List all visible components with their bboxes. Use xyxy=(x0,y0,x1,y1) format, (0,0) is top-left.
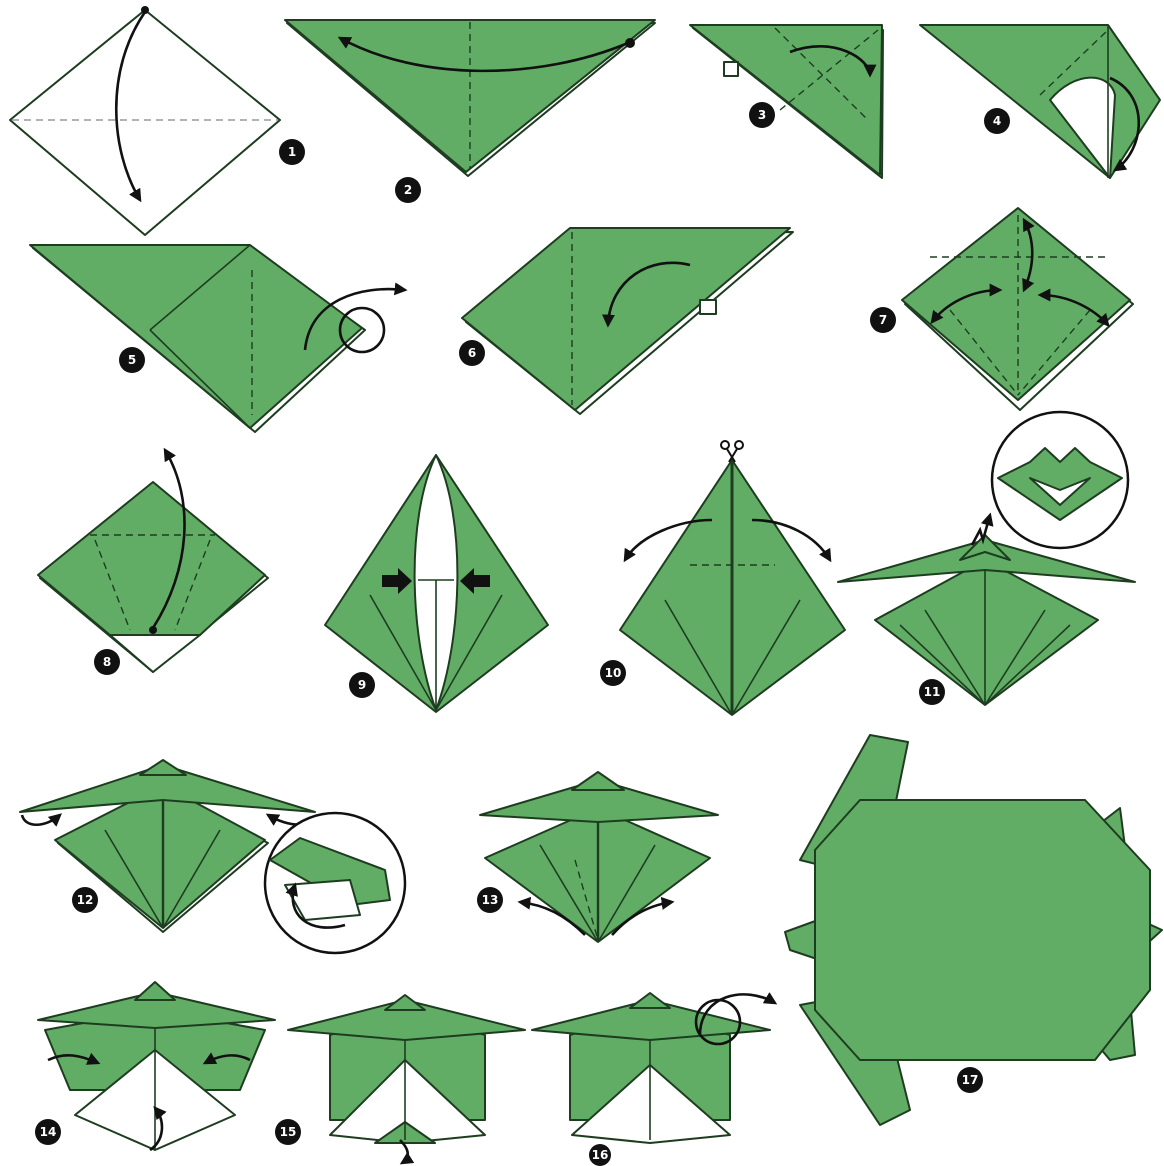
step-badge-17: 17 xyxy=(957,1067,983,1093)
step-badge-2: 2 xyxy=(395,177,421,203)
magnify-circle-icon xyxy=(992,412,1128,548)
step-10-diagram xyxy=(620,441,845,715)
step-badge-7: 7 xyxy=(870,307,896,333)
step-1-diagram xyxy=(10,6,280,235)
step-badge-3: 3 xyxy=(749,102,775,128)
svg-text:8: 8 xyxy=(103,655,111,669)
magnify-circle-icon xyxy=(265,813,405,953)
step-8-diagram xyxy=(38,450,268,672)
step-5-diagram xyxy=(30,245,405,432)
step-badge-1: 1 xyxy=(279,139,305,165)
step-badge-14: 14 xyxy=(35,1119,61,1145)
fold-arrow-icon xyxy=(22,815,60,825)
svg-text:16: 16 xyxy=(592,1148,609,1162)
svg-text:14: 14 xyxy=(40,1125,57,1139)
step-2-diagram xyxy=(285,20,655,176)
svg-text:2: 2 xyxy=(404,183,412,197)
svg-text:10: 10 xyxy=(605,666,622,680)
svg-text:1: 1 xyxy=(288,145,296,159)
turn-over-icon xyxy=(724,62,738,76)
step-16-diagram xyxy=(532,993,775,1143)
step-badge-13: 13 xyxy=(477,887,503,913)
step-badge-4: 4 xyxy=(984,108,1010,134)
svg-text:3: 3 xyxy=(758,108,766,122)
step-badge-8: 8 xyxy=(94,649,120,675)
scissors-icon xyxy=(721,441,743,462)
step-7-diagram xyxy=(902,208,1133,410)
step-badge-16: 16 xyxy=(589,1144,611,1166)
step-badge-15: 15 xyxy=(275,1119,301,1145)
turn-over-icon xyxy=(700,300,716,314)
svg-text:17: 17 xyxy=(962,1073,979,1087)
svg-text:6: 6 xyxy=(468,346,476,360)
svg-text:12: 12 xyxy=(77,893,94,907)
step-6-diagram xyxy=(462,228,793,414)
svg-text:5: 5 xyxy=(128,353,136,367)
step-15-diagram xyxy=(288,995,525,1163)
step-badge-10: 10 xyxy=(600,660,626,686)
step-badge-5: 5 xyxy=(119,347,145,373)
step-badge-12: 12 xyxy=(72,887,98,913)
step-badge-9: 9 xyxy=(349,672,375,698)
svg-text:9: 9 xyxy=(358,678,366,692)
step-4-diagram xyxy=(920,25,1160,178)
step-badge-11: 11 xyxy=(919,679,945,705)
svg-text:11: 11 xyxy=(924,685,941,699)
step-12-diagram xyxy=(20,760,405,953)
svg-text:7: 7 xyxy=(879,313,887,327)
svg-text:13: 13 xyxy=(482,893,499,907)
svg-text:15: 15 xyxy=(280,1125,297,1139)
step-11-diagram xyxy=(838,412,1135,705)
step-13-diagram xyxy=(480,772,718,942)
step-14-diagram xyxy=(38,982,275,1150)
step-badge-6: 6 xyxy=(459,340,485,366)
svg-text:4: 4 xyxy=(993,114,1001,128)
step-17-turtle xyxy=(785,735,1162,1125)
step-3-diagram xyxy=(690,25,883,178)
